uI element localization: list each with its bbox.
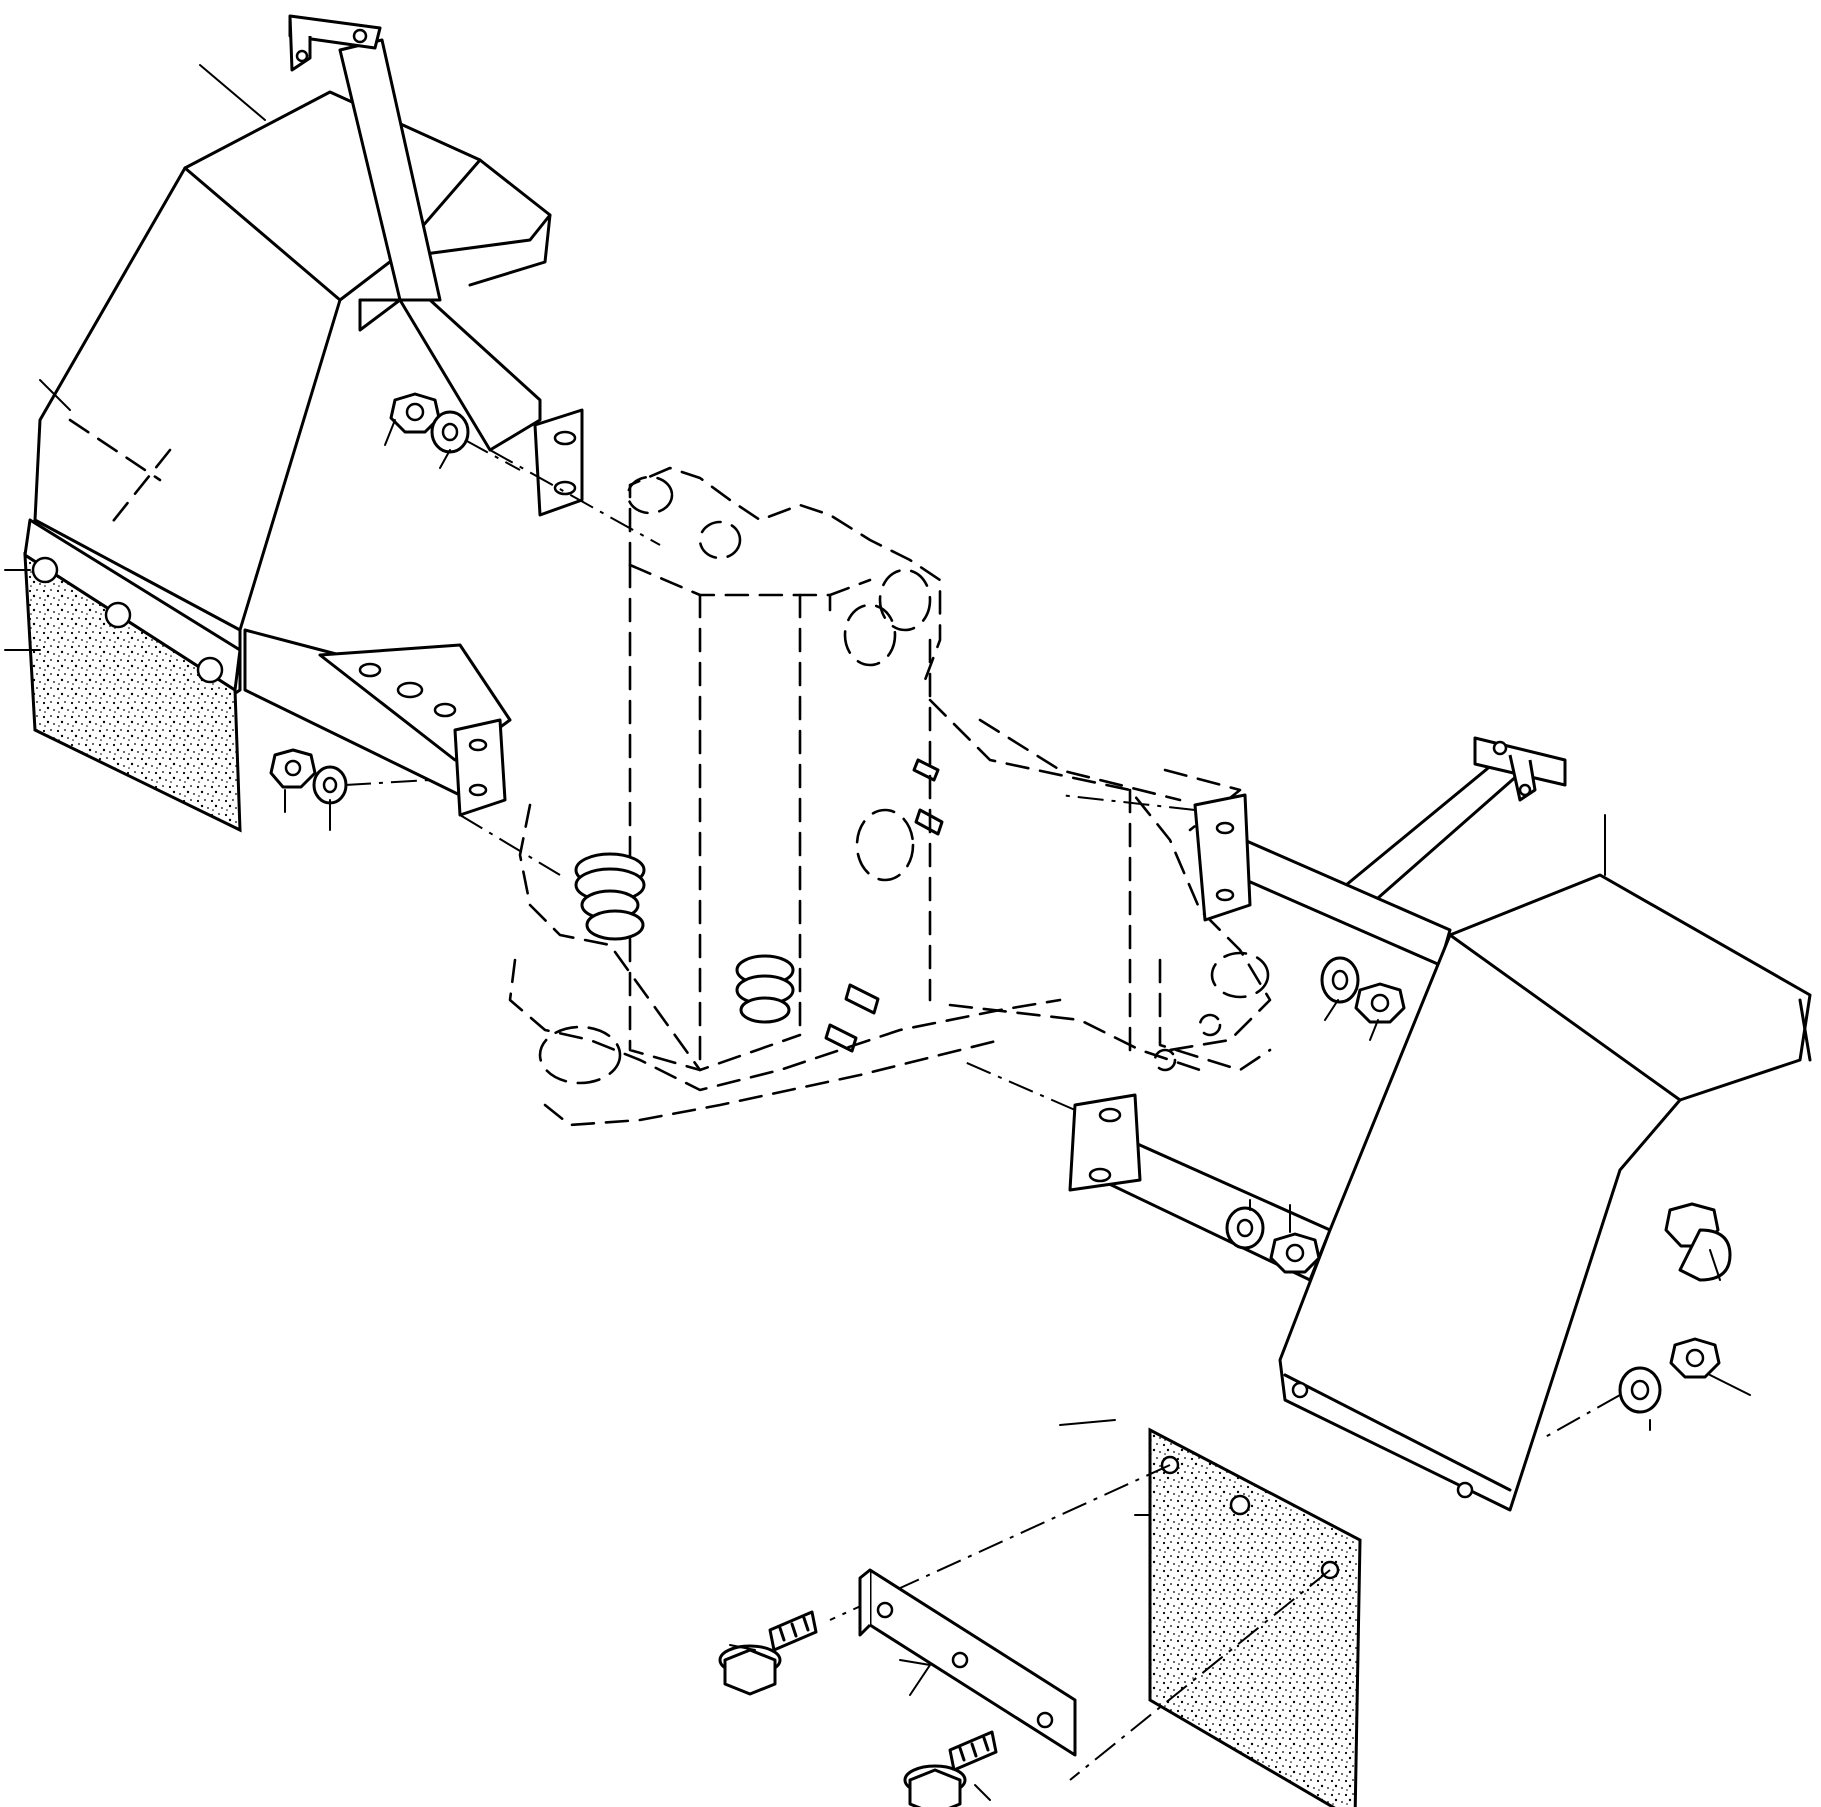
- left-fender-bracket-lower: [243, 628, 561, 876]
- frame-phantom: [508, 466, 1272, 1127]
- left-mud-flap: [23, 518, 242, 833]
- washer: [1618, 1366, 1662, 1414]
- washer: [430, 410, 470, 454]
- washer: [1225, 1206, 1265, 1250]
- hex-nut: [1354, 982, 1406, 1024]
- right-fender-bracket-upper: [1338, 736, 1567, 907]
- hex-nut: [269, 748, 317, 789]
- flange-bolt: [903, 1730, 998, 1807]
- left-fender-bracket-upper: [288, 14, 661, 546]
- hex-nut: [1269, 1232, 1321, 1274]
- clamp-plate: [858, 1568, 1077, 1757]
- flange-bolt: [718, 1610, 818, 1696]
- washer: [312, 765, 348, 805]
- assembly-line: [464, 439, 521, 471]
- right-fender: [1278, 873, 1812, 1512]
- hex-nut: [389, 392, 441, 434]
- assembly-line: [344, 779, 431, 786]
- washer: [1320, 956, 1360, 1004]
- assembly-line: [1539, 1394, 1621, 1441]
- cap-nut: [1664, 1202, 1732, 1282]
- hex-nut: [1669, 1337, 1721, 1379]
- leader-lines: [4, 64, 1751, 1801]
- right-mud-flap: [829, 1427, 1362, 1807]
- right-fender-bracket-lower: [959, 793, 1452, 1282]
